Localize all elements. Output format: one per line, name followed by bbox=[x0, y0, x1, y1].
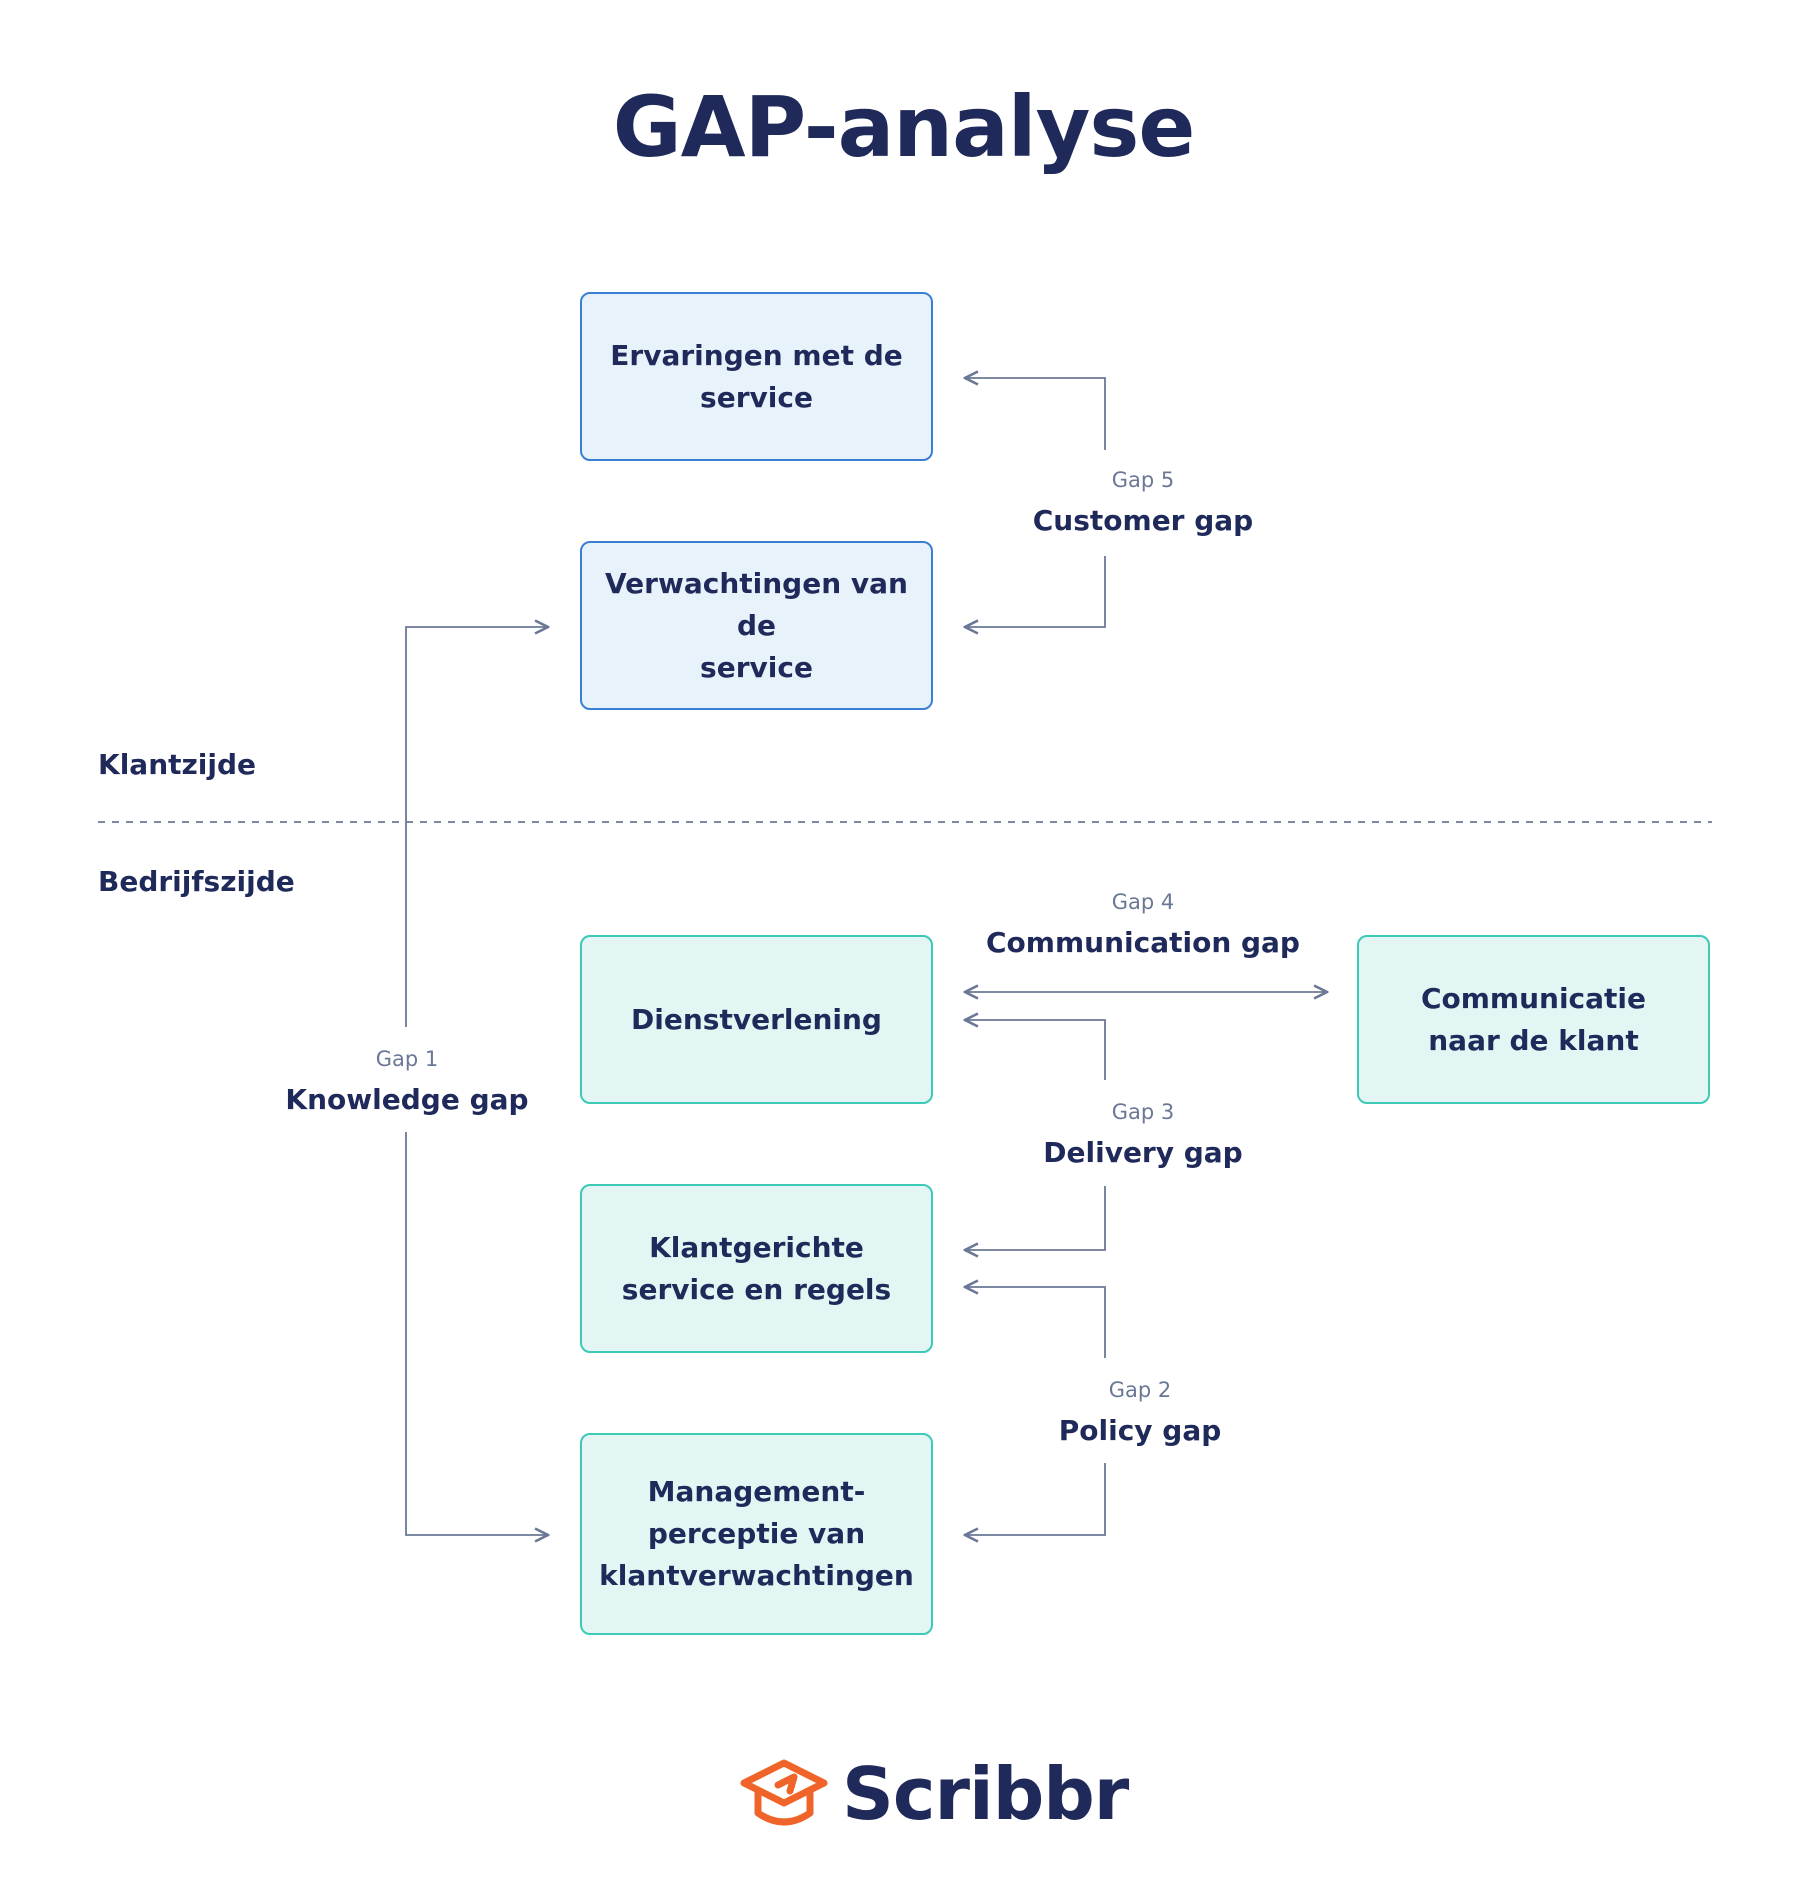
box-experiences: Ervaringen met de service bbox=[580, 292, 933, 461]
side-label-customer: Klantzijde bbox=[98, 748, 257, 781]
side-label-company: Bedrijfszijde bbox=[98, 865, 295, 898]
gap5-name: Customer gap bbox=[1032, 504, 1254, 537]
gap3-name: Delivery gap bbox=[1043, 1136, 1243, 1169]
box-service-delivery-label: Dienstverlening bbox=[631, 1002, 882, 1036]
gap5-arrow-top bbox=[965, 378, 1106, 450]
gap1-arrow-bottom bbox=[405, 1132, 548, 1535]
page-title: GAP-analyse bbox=[612, 78, 1196, 176]
gap2-name: Policy gap bbox=[1058, 1414, 1222, 1447]
box-communication-label: Communicatie naar de klant bbox=[1420, 981, 1647, 1057]
gap1-name: Knowledge gap bbox=[285, 1083, 529, 1116]
gap2-number: Gap 2 bbox=[1108, 1378, 1172, 1402]
box-management-perception-label: Management- perceptie van klantverwachti… bbox=[599, 1475, 914, 1592]
box-experiences-label: Ervaringen met de service bbox=[610, 338, 903, 414]
gap1-arrow-top bbox=[405, 627, 548, 1027]
box-management-perception: Management- perceptie van klantverwachti… bbox=[580, 1433, 933, 1635]
gap5-number: Gap 5 bbox=[1111, 468, 1175, 492]
box-expectations: Verwachtingen van de service bbox=[580, 541, 933, 710]
graduation-cap-icon bbox=[740, 1759, 828, 1826]
gap3-arrow-top bbox=[965, 1020, 1106, 1080]
box-customer-service-rules: Klantgerichte service en regels bbox=[580, 1184, 933, 1353]
box-customer-service-rules-label: Klantgerichte service en regels bbox=[621, 1230, 892, 1306]
gap1-number: Gap 1 bbox=[375, 1047, 439, 1071]
scribbr-logo: Scribbr bbox=[738, 1752, 1129, 1836]
logo-text: Scribbr bbox=[842, 1752, 1129, 1836]
box-communication: Communicatie naar de klant bbox=[1357, 935, 1710, 1104]
box-expectations-label: Verwachtingen van de service bbox=[605, 566, 908, 684]
gap5-arrow-bottom bbox=[965, 556, 1106, 627]
gap3-arrow-bottom bbox=[965, 1186, 1106, 1250]
box-service-delivery: Dienstverlening bbox=[580, 935, 933, 1104]
gap4-name: Communication gap bbox=[986, 926, 1300, 959]
gap3-number: Gap 3 bbox=[1111, 1100, 1175, 1124]
gap4-number: Gap 4 bbox=[1111, 890, 1175, 914]
gap2-arrow-bottom bbox=[965, 1463, 1106, 1535]
gap2-arrow-top bbox=[965, 1287, 1106, 1358]
